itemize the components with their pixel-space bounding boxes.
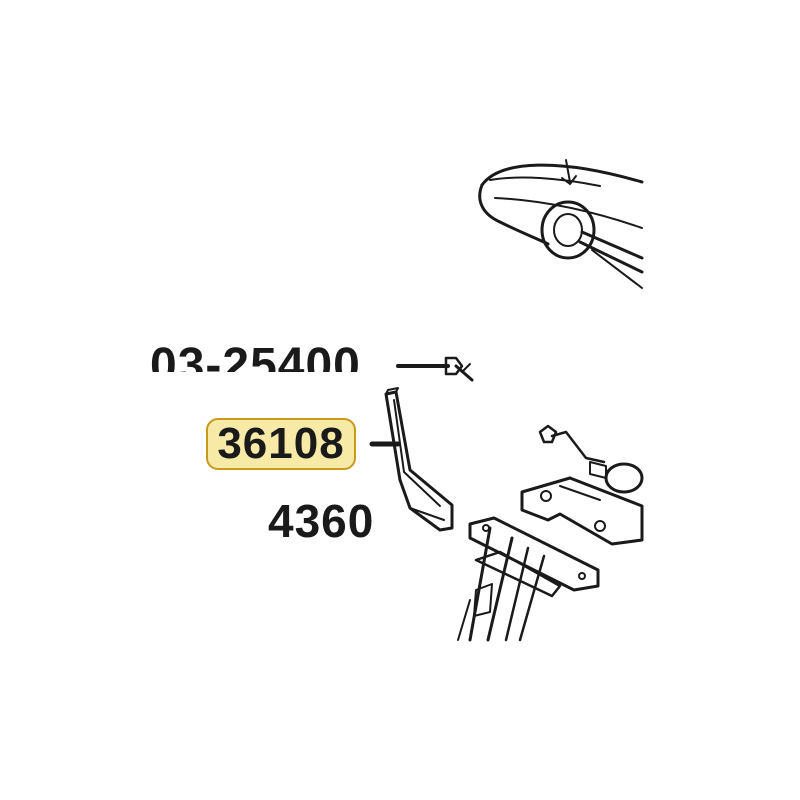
callout-part-number-bottom: 4360: [268, 495, 375, 547]
pedal-lever-part: [384, 387, 454, 532]
seat-part: [478, 159, 644, 289]
callout-part-number-top: 03-25400: [150, 339, 361, 392]
frame-part: [457, 516, 600, 642]
connector-part: [538, 424, 644, 494]
bolt-part: [396, 356, 474, 382]
highlighted-part-number-text: 36108: [217, 419, 345, 468]
callout-part-number-highlighted: 36108: [206, 418, 356, 470]
mounting-plate-part: [520, 476, 644, 546]
